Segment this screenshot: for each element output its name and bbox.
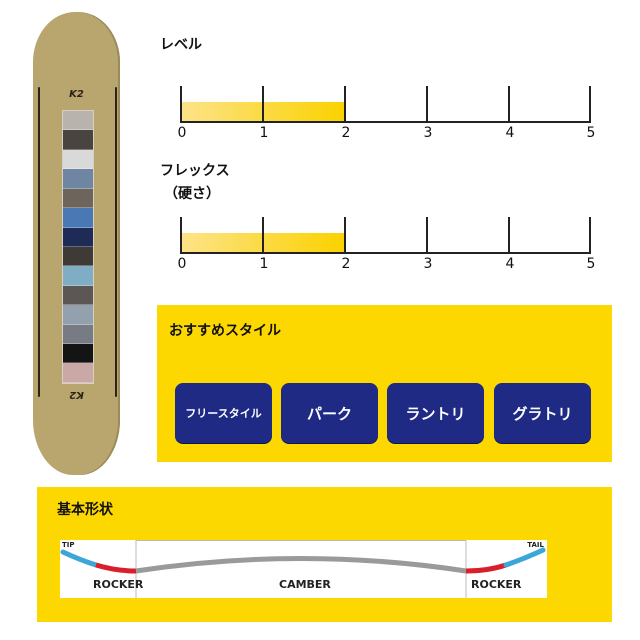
graphic-tile xyxy=(63,149,93,170)
k2-logo-top: K2 xyxy=(69,89,84,100)
recommended-style-title: おすすめスタイル xyxy=(169,323,281,339)
scale-tick xyxy=(589,217,591,254)
style-button-freestyle[interactable]: フリースタイル xyxy=(175,383,272,443)
board-profile-icon xyxy=(60,540,546,598)
tick-label: 2 xyxy=(341,256,351,272)
tick-label: 4 xyxy=(505,125,515,141)
tail-label: TAIL xyxy=(527,541,544,549)
flex-subtitle: （硬さ） xyxy=(164,186,220,202)
scale-tick xyxy=(508,86,510,123)
graphic-tile xyxy=(63,363,93,383)
scale-tick xyxy=(344,217,346,254)
style-button-park[interactable]: パーク xyxy=(281,383,378,443)
scale-baseline xyxy=(180,121,591,123)
tick-label: 1 xyxy=(259,256,269,272)
board-edge-left xyxy=(38,87,40,397)
tick-label: 4 xyxy=(505,256,515,272)
scale-tick xyxy=(508,217,510,254)
camber-label: CAMBER xyxy=(279,578,331,591)
graphic-tile xyxy=(63,324,93,345)
tick-label: 1 xyxy=(259,125,269,141)
graphic-tile xyxy=(63,227,93,247)
level-scale: 0 1 2 3 4 5 xyxy=(178,86,595,144)
scale-tick xyxy=(180,86,182,123)
graphic-tile xyxy=(63,169,93,189)
tick-label: 3 xyxy=(423,256,433,272)
style-button-ground-trick-run[interactable]: ラントリ xyxy=(387,383,484,443)
k2-logo-bottom: K2 xyxy=(69,389,84,400)
graphic-tile xyxy=(63,208,93,228)
recommended-style-panel: おすすめスタイル フリースタイル パーク ラントリ グラトリ xyxy=(157,305,612,462)
rocker-label-right: ROCKER xyxy=(471,578,522,591)
flex-scale: 0 1 2 3 4 5 xyxy=(178,217,595,275)
tick-label: 2 xyxy=(341,125,351,141)
flex-title: フレックス xyxy=(160,163,230,179)
tip-label: TIP xyxy=(62,541,75,549)
scale-tick xyxy=(589,86,591,123)
scale-tick xyxy=(180,217,182,254)
scale-tick xyxy=(344,86,346,123)
tick-label: 5 xyxy=(586,125,596,141)
graphic-tile xyxy=(63,111,93,131)
style-button-ground-trick[interactable]: グラトリ xyxy=(494,383,591,443)
scale-baseline xyxy=(180,252,591,254)
tick-label: 0 xyxy=(177,256,187,272)
graphic-tile xyxy=(63,305,93,325)
profile-diagram: TIP TAIL ROCKER CAMBER ROCKER xyxy=(60,540,547,598)
tick-label: 3 xyxy=(423,125,433,141)
basic-shape-title: 基本形状 xyxy=(57,502,113,518)
graphic-tile xyxy=(63,246,93,267)
graphic-tile xyxy=(63,344,93,364)
graphic-strip xyxy=(62,110,94,384)
graphic-tile xyxy=(63,285,93,306)
board-edge-right xyxy=(115,87,117,397)
scale-tick xyxy=(262,86,264,123)
graphic-tile xyxy=(63,266,93,286)
tick-label: 0 xyxy=(177,125,187,141)
rocker-label-left: ROCKER xyxy=(93,578,144,591)
scale-tick xyxy=(426,86,428,123)
scale-tick xyxy=(262,217,264,254)
graphic-tile xyxy=(63,130,93,150)
tick-label: 5 xyxy=(586,256,596,272)
graphic-tile xyxy=(63,188,93,209)
snowboard-image: K2 K2 xyxy=(33,12,120,475)
basic-shape-panel: 基本形状 TIP TAIL ROCKER CAMBER ROCKER xyxy=(37,487,612,622)
scale-tick xyxy=(426,217,428,254)
level-title: レベル xyxy=(160,37,202,53)
